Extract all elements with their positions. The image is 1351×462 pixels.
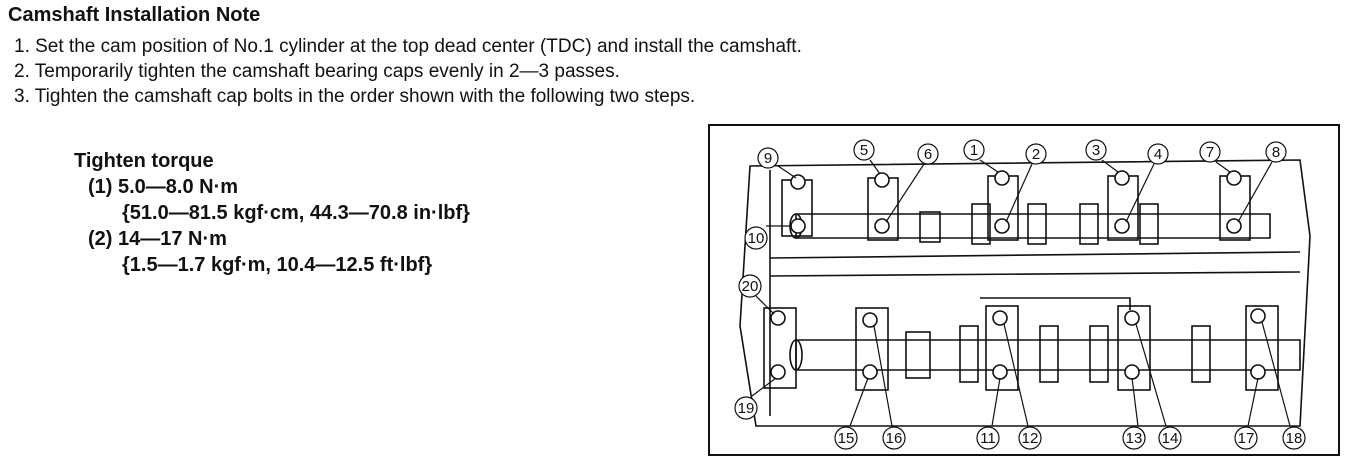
bolt-6 xyxy=(874,218,890,234)
callout-labels: 9 10 5 6 1 2 3 4 7 8 20 19 15 1 xyxy=(734,139,1306,450)
bolt-16 xyxy=(862,312,878,328)
bolt-1 xyxy=(994,170,1010,186)
callout-16: 16 xyxy=(886,430,903,447)
bolt-7 xyxy=(1226,170,1242,186)
torque-step2-alt: {1.5—1.7 kgf·m, 10.4—12.5 ft·lbf} xyxy=(122,254,433,276)
callout-4: 4 xyxy=(1154,146,1162,163)
lower-cap xyxy=(985,305,1019,391)
callout-10: 10 xyxy=(748,230,765,247)
callout-17: 17 xyxy=(1238,430,1255,447)
head-rib xyxy=(769,251,1301,259)
callout-12: 12 xyxy=(1022,430,1039,447)
lower-cap xyxy=(763,307,797,389)
lower-cap xyxy=(855,307,889,391)
bolt-20 xyxy=(770,310,786,326)
callout-3: 3 xyxy=(1092,142,1100,159)
upper-cam-lobe xyxy=(919,211,941,243)
callout-15: 15 xyxy=(838,430,855,447)
lower-cam-lobe xyxy=(1039,325,1059,383)
callout-18: 18 xyxy=(1286,430,1303,447)
bolt-4 xyxy=(1114,218,1130,234)
lower-cam-lobe xyxy=(905,331,931,379)
bolt-9 xyxy=(790,174,806,190)
bolt-14 xyxy=(1124,310,1140,326)
camshaft-diagram: 9 10 5 6 1 2 3 4 7 8 20 19 15 1 xyxy=(734,139,1311,450)
bolt-18 xyxy=(1250,308,1266,324)
upper-cam-lobe xyxy=(1139,203,1159,245)
lower-cam-lobe xyxy=(1089,325,1109,383)
callout-6: 6 xyxy=(924,146,932,163)
bolt-8 xyxy=(1226,218,1242,234)
upper-cam-lobe xyxy=(971,203,991,245)
bolt-12 xyxy=(992,310,1008,326)
bolt-17 xyxy=(1250,364,1266,380)
lower-cam-lobe xyxy=(959,325,979,383)
installation-steps: 1. Set the cam position of No.1 cylinder… xyxy=(14,34,802,109)
upper-cam-lobe xyxy=(1027,203,1047,245)
torque-step2-value: (2) 14—17 N·m xyxy=(88,228,227,250)
camshaft-figure: 9 10 5 6 1 2 3 4 7 8 20 19 15 1 xyxy=(708,124,1340,456)
torque-step1-value: (1) 5.0—8.0 N·m xyxy=(88,176,239,198)
head-rib xyxy=(980,297,1131,310)
step-item: 2. Temporarily tighten the camshaft bear… xyxy=(14,61,620,82)
callout-9: 9 xyxy=(764,150,772,167)
bolt-15 xyxy=(862,364,878,380)
callout-19: 19 xyxy=(738,400,755,417)
torque-title: Tighten torque xyxy=(74,150,214,172)
callout-5: 5 xyxy=(860,142,868,159)
lower-cam-lobe xyxy=(1191,325,1211,383)
upper-cam-lobe xyxy=(1079,203,1099,245)
callout-11: 11 xyxy=(980,430,996,447)
callout-2: 2 xyxy=(1032,146,1040,163)
callout-14: 14 xyxy=(1162,430,1179,447)
section-heading: Camshaft Installation Note xyxy=(8,4,261,26)
bolt-10 xyxy=(790,218,806,234)
callout-7: 7 xyxy=(1206,144,1214,161)
bolt-13 xyxy=(1124,364,1140,380)
callout-13: 13 xyxy=(1126,430,1143,447)
torque-spec: Tighten torque (1) 5.0—8.0 N·m {51.0—81.… xyxy=(74,148,470,278)
step-item: 1. Set the cam position of No.1 cylinder… xyxy=(14,36,802,57)
bolt-2 xyxy=(994,218,1010,234)
cylinder-head-outline xyxy=(739,159,1311,427)
bolt-11 xyxy=(992,364,1008,380)
step-item: 3. Tighten the camshaft cap bolts in the… xyxy=(14,86,696,107)
bolt-3 xyxy=(1114,170,1130,186)
upper-camshaft xyxy=(795,213,1271,239)
head-rib xyxy=(769,271,1301,277)
bolt-5 xyxy=(874,172,890,188)
torque-step1-alt: {51.0—81.5 kgf·cm, 44.3—70.8 in·lbf} xyxy=(122,202,470,224)
callout-20: 20 xyxy=(742,278,759,295)
lower-cap xyxy=(1245,305,1279,391)
bolt-19 xyxy=(770,364,786,380)
callout-1: 1 xyxy=(970,142,978,159)
callout-8: 8 xyxy=(1272,144,1280,161)
